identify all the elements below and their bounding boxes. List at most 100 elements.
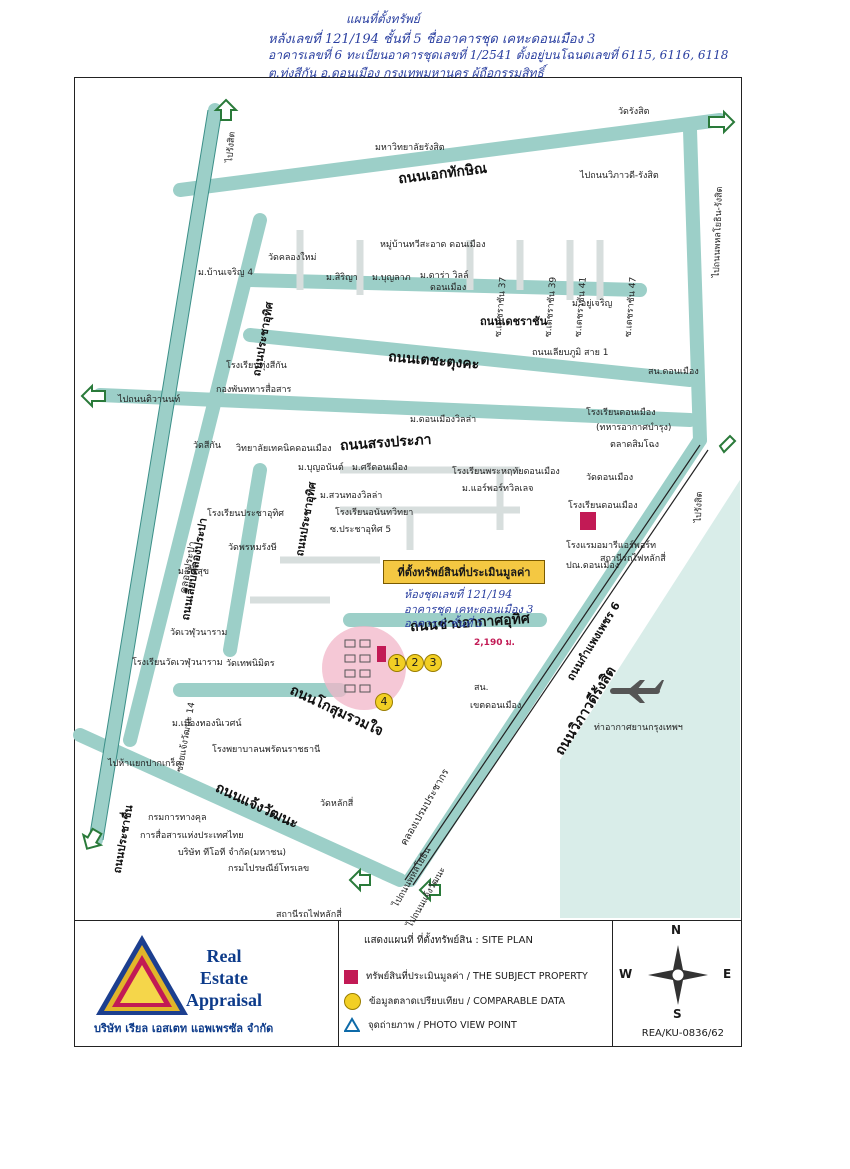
label-wat-don-muang: วัดดอนเมือง [586,473,634,483]
logo-wordmark: Real Estate Appraisal [186,945,262,1011]
hotel-marker [580,512,596,530]
label-m-siriya: ม.สิริญา [326,273,358,283]
label-to-rangsit-west: ไปรังสิต [225,131,238,163]
label-soi-prachauthit-5: ซ.ประชาอุทิศ 5 [330,525,392,535]
airplane-icon [610,680,664,703]
road-prachauthit [223,463,267,657]
label-airforce: (ทหารอากาศบำรุง) [596,423,672,433]
label-lieb-phumi: ถนนเลียบภูมิ สาย 1 [532,348,609,358]
label-m-sirisuk: ม.ศิริสุข [178,567,209,577]
road-chaeng [73,728,407,887]
arrow-north-prachachuen [213,98,239,121]
label-m-yoo-charoen: ม.อยู่เจริญ [572,299,613,309]
label-wat-lak-si: วัดหลักสี่ [320,799,354,809]
label-hospital: โรงพยาบาลนพรัตนราชธานี [212,745,321,755]
label-tech-college: วิทยาลัยเทคนิคดอนเมือง [236,444,332,454]
label-to-tiwanon: ไปถนนติวานนท์ [118,395,181,405]
reference-code: REA/KU-0836/62 [641,1028,724,1039]
comparable-marker-1: 1 [388,654,406,672]
label-m-boonlap: ม.บุญลาภ [372,273,411,283]
label-signal-battalion: กองพันทหารสื่อสาร [216,385,292,395]
road-vibhavadi [403,433,707,887]
legend-subject-label: ทรัพย์สินที่ประเมินมูลค่า / THE SUBJECT … [366,971,588,982]
road-prachachuen [89,103,222,847]
label-school-tungsikan: โรงเรียนทุ่งสีกัน [226,361,287,371]
legend-photo-label: จุดถ่ายภาพ / PHOTO VIEW POINT [368,1019,517,1031]
label-m-airport-village: ม.แอร์พอร์ทวิลเลจ [462,484,534,494]
label-to-rangsit: ไปรังสิต [693,491,705,523]
legend-row-comparable: ข้อมูลตลาดเปรียบเทียบ / COMPARABLE DATA [344,993,565,1010]
company-logo-block: Real Estate Appraisal บริษัท เรียล เอสเต… [74,921,339,1047]
compass-east: E [723,967,732,981]
road-songprapha [93,388,697,427]
road-lieb-khlong [123,213,267,747]
legend-title: แสดงแผนที่ ที่ตั้งทรัพย์สิน : SITE PLAN [364,935,533,946]
legend-panel: Real Estate Appraisal บริษัท เรียล เอสเต… [74,920,742,1048]
logo-line-1: Real [206,946,242,966]
label-school-wetu: โรงเรียนวัดเวฬุวนาราม [132,658,223,668]
label-customs: กรมการทางคุล [148,813,207,823]
label-wat-thep: วัดเทพนิมิตร [226,659,275,669]
label-to-vibhavadi-rangsit: ไปถนนวิภาวดี-รังสิต [580,171,659,181]
label-station-bottom: สถานีรถไฟหลักสี่ [276,910,342,920]
compass-block: N S W E REA/KU-0836/62 [612,921,742,1047]
label-school-phra: โรงเรียนพระหฤทัยดอนเมือง [452,467,560,477]
label-cat: การสื่อสารแห่งประเทศไทย [140,831,244,841]
legend-comparable-label: ข้อมูลตลาดเปรียบเทียบ / COMPARABLE DATA [369,996,566,1007]
label-police-don-muang: สน.ดอนเมือง [648,367,699,377]
label-m-dara: ม.ดาร่า วิลล์ [420,271,469,281]
arrow-rangsit-ne [718,434,737,454]
arrow-vibhavadi-s [418,877,441,903]
subject-handwritten-2: อาคารชุด เคหะดอนเมือง 3 [404,603,534,616]
label-district-office: เขตดอนเมือง [470,701,522,711]
logo-line-2: Estate [200,968,249,988]
subject-swatch [344,969,358,984]
label-m-suan-thong: ม.สวนทองวิลล่า [320,491,383,501]
logo-line-3: Appraisal [186,990,263,1010]
photo-viewpoint-icon [344,1017,360,1032]
road-techatungkha [243,328,697,387]
label-post-office: ปณ.ดอนเมือง [566,561,620,571]
comparable-marker-3: 3 [424,654,442,672]
label-school-prachauthit: โรงเรียนประชาอุทิศ [207,509,284,519]
comparable-marker-4: 4 [375,693,393,711]
handwritten-title: แผนที่ตั้งทรัพย์ [346,12,420,26]
label-don-muang-village: ดอนเมือง [430,283,467,293]
road-phahon [683,123,707,447]
label-wat-klong-mai: วัดคลองใหม่ [268,253,317,263]
label-intersection: ไปห้าแยกปากเกร็ด [108,759,182,769]
subject-marker [377,646,386,662]
arrow-tiwanon-west [80,383,106,409]
label-post-department: กรมไปรษณีย์โทรเลข [228,864,310,874]
subject-handwritten-3: อาคาร 6 ชั้นที่ 5 [404,617,483,630]
label-m-boonanan: ม.บุญอนันต์ [298,463,344,473]
handwritten-unit-line: หลังเลขที่ 121/194 ชั้นที่ 5 ชื่ออาคารชุ… [268,32,596,47]
label-m-muang-thong: ม.เมืองทองนิเวศน์ [172,719,242,729]
label-rangsit-university: มหาวิทยาลัยรังสิต [375,143,445,153]
label-tot: บริษัท ทีโอที จำกัด(มหาชน) [178,848,287,858]
comparable-marker-2: 2 [406,654,424,672]
label-school-don-muang-2: โรงเรียนดอนเมือง [568,501,638,511]
compass-south: S [673,1007,682,1021]
label-m-sri-don: ม.ศรีดอนเมือง [352,463,408,473]
compass-rose-icon [648,945,708,1005]
comparable-swatch [344,993,361,1010]
arrow-ekthakhin-east [708,109,736,135]
label-lak-si-station: สถานีรถไฟหลักสี่ [600,554,666,564]
label-hotel: โรงแรมอมารีแอร์พอร์ท [566,541,656,551]
label-market: ตลาดสิมโฉง [610,440,660,450]
triangle-logo-icon [96,935,188,1015]
label-village-tawisa: หมู่บ้านทวีสะอาด ดอนเมือง [380,240,486,250]
handwritten-deed-line: อาคารเลขที่ 6 ทะเบียนอาคารชุดเลขที่ 1/25… [268,48,729,62]
legend-row-photo: จุดถ่ายภาพ / PHOTO VIEW POINT [344,1017,517,1033]
road-det-rachan [243,273,647,297]
arrow-vibhavadi-sw [348,867,371,893]
compass-north: N [671,923,682,937]
label-school-don-muang: โรงเรียนดอนเมือง [586,408,656,418]
label-m-don-villa: ม.ดอนเมืองวิลล่า [410,415,477,425]
arrow-prachachuen-sw [81,827,104,850]
label-airport: ท่าอากาศยานกรุงเทพฯ [594,723,683,733]
label-wat-phrom: วัดพรหมรังษี [228,543,277,553]
compass-west: W [619,967,633,981]
